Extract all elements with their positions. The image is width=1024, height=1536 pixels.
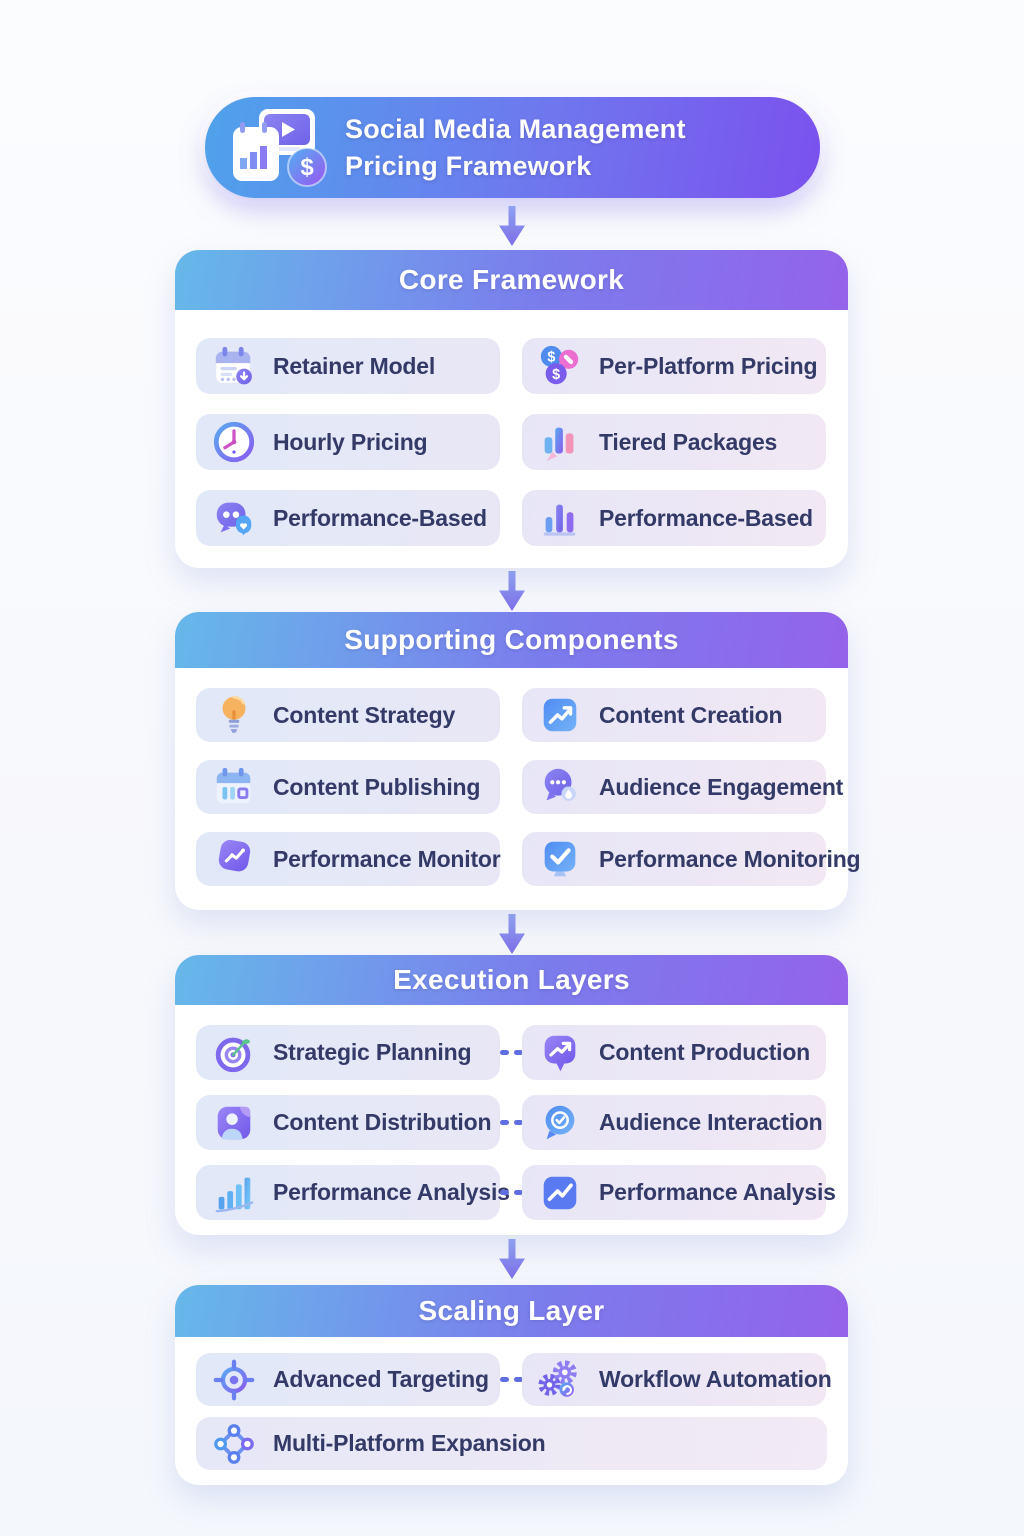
- item-label: Per-Platform Pricing: [599, 352, 818, 379]
- item-multi-platform-expansion: Multi-Platform Expansion: [196, 1417, 827, 1470]
- media-pricing-icon: $: [227, 105, 331, 191]
- item-content-production: Content Production: [522, 1025, 826, 1080]
- network-nodes-icon: [210, 1420, 258, 1468]
- item-label: Multi-Platform Expansion: [273, 1430, 546, 1456]
- item-label: Performance Analysis: [599, 1179, 836, 1205]
- item-performance-based-pricing: Performance-Based: [522, 490, 826, 546]
- item-performance-analysis-line: Performance Analysis: [522, 1165, 836, 1220]
- item-label: Performance-Based: [599, 504, 813, 531]
- item-content-strategy: Content Strategy: [196, 688, 500, 742]
- card-row: Strategic Planning Content Production: [196, 1025, 827, 1080]
- arrow-down-icon: [495, 570, 529, 612]
- item-label: Content Distribution: [273, 1109, 492, 1135]
- arrow-down-icon: [495, 205, 529, 247]
- chat-trending-icon: [536, 1029, 584, 1077]
- card-row: Performance Analysis Performance Analysi…: [196, 1165, 836, 1220]
- chat-heart-icon: [210, 494, 258, 542]
- item-performance-based-engagement: Performance-Based: [196, 490, 500, 546]
- item-label: Retainer Model: [273, 352, 436, 379]
- ascending-bars-icon: [210, 1169, 258, 1217]
- item-strategic-planning: Strategic Planning: [196, 1025, 500, 1080]
- dashed-connector: [499, 1190, 523, 1195]
- arrow-down-icon: [495, 913, 529, 955]
- item-label: Audience Interaction: [599, 1109, 823, 1135]
- card-row: Performance Monitor Performance Monitori…: [196, 832, 861, 886]
- svg-text:$: $: [300, 154, 314, 181]
- item-content-creation: Content Creation: [522, 688, 826, 742]
- item-label: Performance Monitoring: [599, 845, 861, 872]
- item-tiered-packages: Tiered Packages: [522, 414, 826, 470]
- section-execution-layers: Execution Layers Strategic Planning: [175, 955, 848, 1235]
- item-audience-interaction: Audience Interaction: [522, 1095, 826, 1150]
- calendar-download-icon: [210, 342, 258, 390]
- bar-chart-icon: [536, 494, 584, 542]
- lightbulb-icon: [210, 691, 258, 739]
- crosshair-icon: [210, 1356, 258, 1404]
- check-square-icon: [536, 835, 584, 883]
- item-audience-engagement: Audience Engagement: [522, 760, 843, 814]
- svg-text:$: $: [552, 367, 560, 383]
- trending-up-icon: [536, 691, 584, 739]
- section-header: Core Framework: [175, 250, 848, 310]
- item-label: Performance Monitor: [273, 845, 501, 872]
- card-row: Advanced Targeting: [196, 1353, 832, 1406]
- item-retainer-model: Retainer Model: [196, 338, 500, 394]
- item-label: Hourly Pricing: [273, 428, 428, 455]
- section-supporting-components: Supporting Components Content S: [175, 612, 861, 910]
- card-row: Hourly Pricing Tiered Packages: [196, 414, 827, 470]
- section-scaling-layer: Scaling Layer Advanced Targeting: [175, 1285, 848, 1485]
- card-row: Performance-Based Performance-Based: [196, 490, 827, 546]
- item-workflow-automation: Workflow Automation: [522, 1353, 832, 1406]
- gears-icon: [536, 1356, 584, 1404]
- item-content-publishing: Content Publishing: [196, 760, 500, 814]
- item-label: Performance Analysis: [273, 1179, 510, 1205]
- svg-text:$: $: [547, 350, 555, 366]
- card-row: Content Strategy Content Creation: [196, 688, 827, 742]
- section-header: Supporting Components: [175, 612, 848, 668]
- item-label: Advanced Targeting: [273, 1366, 489, 1392]
- dashed-connector: [499, 1120, 523, 1125]
- item-label: Content Creation: [599, 701, 783, 728]
- page-title: Social Media Management Pricing Framewor…: [345, 111, 686, 185]
- card-row: Retainer Model $ $ Per-Plat: [196, 338, 827, 394]
- link-chart-icon: [210, 835, 258, 883]
- dollar-coins-icon: $ $: [536, 342, 584, 390]
- dashed-connector: [499, 1377, 523, 1382]
- item-label: Content Strategy: [273, 701, 456, 728]
- item-advanced-targeting: Advanced Targeting: [196, 1353, 500, 1406]
- card-row: Content Publishing Audience Engagement: [196, 760, 843, 814]
- item-label: Workflow Automation: [599, 1366, 832, 1392]
- line-chart-icon: [536, 1169, 584, 1217]
- item-label: Tiered Packages: [599, 428, 778, 455]
- section-header: Scaling Layer: [175, 1285, 848, 1337]
- card-row: Multi-Platform Expansion: [196, 1417, 827, 1470]
- card-row: Content Distribution Audience Interactio…: [196, 1095, 827, 1150]
- person-icon: [210, 1099, 258, 1147]
- item-label: Audience Engagement: [599, 773, 844, 800]
- item-content-distribution: Content Distribution: [196, 1095, 500, 1150]
- clock-icon: [210, 418, 258, 466]
- dashed-connector: [499, 1050, 523, 1055]
- item-label: Content Production: [599, 1039, 811, 1065]
- section-core-framework: Core Framework: [175, 250, 848, 568]
- item-performance-analysis-bars: Performance Analysis: [196, 1165, 510, 1220]
- item-label: Content Publishing: [273, 773, 481, 800]
- title-banner: $ Social Media Management Pricing Framew…: [205, 97, 820, 198]
- title-line-2: Pricing Framework: [345, 150, 592, 181]
- calendar-grid-icon: [210, 763, 258, 811]
- item-per-platform-pricing: $ $ Per-Platform Pricing: [522, 338, 826, 394]
- item-performance-monitoring: Performance Monitoring: [522, 832, 861, 886]
- item-label: Performance-Based: [273, 504, 487, 531]
- chat-check-icon: [536, 1099, 584, 1147]
- target-icon: [210, 1029, 258, 1077]
- item-label: Strategic Planning: [273, 1039, 472, 1065]
- section-header: Execution Layers: [175, 955, 848, 1005]
- title-line-1: Social Media Management: [345, 113, 686, 144]
- item-hourly-pricing: Hourly Pricing: [196, 414, 500, 470]
- tiered-bars-icon: [536, 418, 584, 466]
- item-performance-monitor: Performance Monitor: [196, 832, 501, 886]
- chat-dots-icon: [536, 763, 584, 811]
- arrow-down-icon: [495, 1238, 529, 1280]
